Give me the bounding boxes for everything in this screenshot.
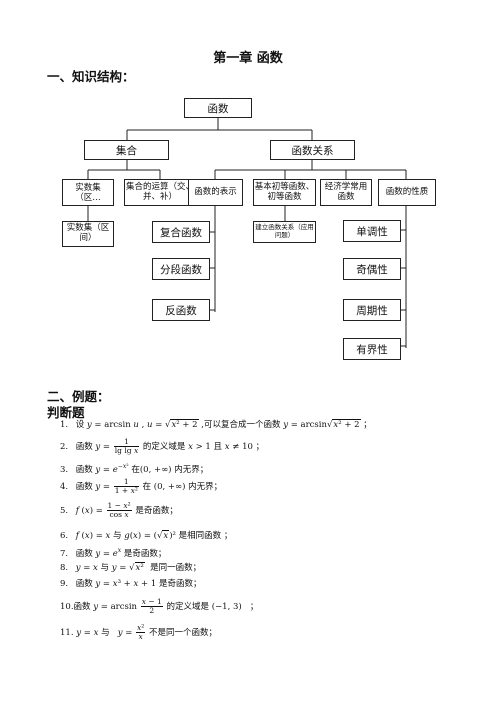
exercise-6: 6. f (x) = x 与 g(x) = (√x)² 是相同函数 ； [60,530,233,541]
page-title: 第一章 函数 [213,51,283,66]
node-real-set: 实数集（区间） [62,221,114,247]
node-piecewise-function: 分段函数 [152,258,210,280]
node-function: 函数 [184,98,252,118]
exercise-9: 9. 函数 y = x³ + x + 1 是奇函数； [60,579,202,589]
section-heading-examples: 二、例题： [47,389,110,404]
node-set-operations: 集合的运算（交、并、补） [124,179,196,206]
node-economic-functions: 经济学常用函数 [320,179,372,206]
node-inverse-function: 反函数 [152,299,210,321]
section-heading-structure: 一、知识结构： [47,69,135,84]
node-monotonicity: 单调性 [343,220,401,242]
node-real-set-interval: 实数集（区… [62,179,114,206]
node-parity: 奇偶性 [343,258,401,280]
exercise-8: 8. y = x 与 y = √x² 是同一函数； [60,562,202,573]
node-function-properties: 函数的性质 [378,179,436,206]
node-elementary-functions: 基本初等函数、初等函数 [253,179,316,206]
exercise-1: 1. 设 y = arcsin u , u = √x² + 2 ,可以复合成一个… [60,419,372,430]
node-function-relation: 函数关系 [270,140,355,160]
node-set: 集合 [84,140,169,160]
node-boundedness: 有界性 [343,338,401,360]
node-composite-function: 复合函数 [152,221,210,243]
exercise-3: 3. 函数 y = e−x² 在(0, +∞) 内无界； [60,463,209,475]
subsection-heading-true-false: 判断题 [47,405,85,420]
node-periodicity: 周期性 [343,299,401,321]
node-function-representation: 函数的表示 [188,179,243,206]
exercise-7: 7. 函数 y = ex 是奇函数； [60,547,167,559]
node-modeling-function: 建立函数关系（应用问题） [253,221,316,243]
